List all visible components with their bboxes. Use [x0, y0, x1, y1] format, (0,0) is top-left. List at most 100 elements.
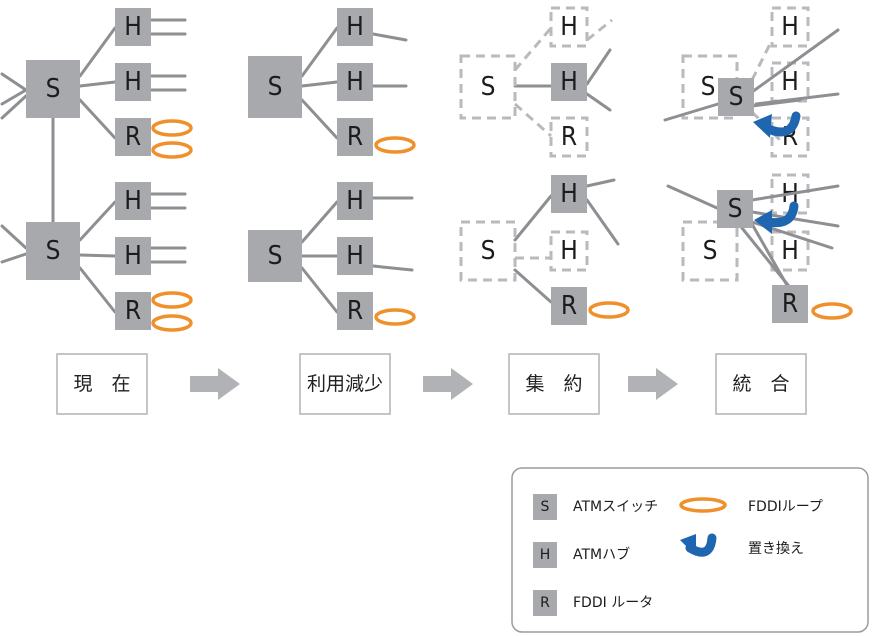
hub-node: H: [337, 63, 373, 101]
hub-node: H: [115, 8, 151, 46]
hub-node: H: [337, 8, 373, 46]
svg-text:R: R: [561, 122, 577, 152]
fddi-loop-icon: [151, 119, 193, 137]
legend-switch: S ATMスイッチ: [533, 494, 658, 520]
replace-arrow-icon: [754, 201, 799, 234]
svg-text:H: H: [346, 67, 364, 97]
hub-node: H: [115, 63, 151, 101]
hub-node-dashed: H: [549, 230, 589, 272]
stage-label-aggregated: 集 約: [508, 353, 600, 415]
svg-text:H: H: [540, 547, 551, 563]
router-node: R: [551, 287, 587, 325]
router-node: R: [115, 292, 151, 330]
legend-hub: H ATMハブ: [533, 542, 630, 568]
fddi-loop-icon: [811, 302, 853, 320]
router-node: R: [115, 118, 151, 156]
stage-label-integrated: 統 合: [715, 353, 807, 415]
switch-node: S: [26, 222, 80, 280]
right-arrow-icon: [190, 368, 240, 400]
svg-text:R: R: [347, 296, 363, 326]
hub-node: H: [337, 182, 373, 220]
svg-text:R: R: [347, 122, 363, 152]
fddi-loop-icon: [374, 308, 416, 326]
legend-replace: 置き換え: [680, 533, 804, 557]
svg-text:H: H: [124, 186, 142, 216]
legend-router: R FDDI ルータ: [533, 590, 653, 616]
svg-text:FDDI ルータ: FDDI ルータ: [573, 595, 653, 611]
svg-text:ATMハブ: ATMハブ: [573, 546, 630, 563]
svg-text:FDDIループ: FDDIループ: [748, 499, 823, 515]
svg-text:R: R: [782, 289, 798, 319]
fddi-loop-icon: [151, 141, 193, 159]
svg-text:H: H: [560, 236, 578, 266]
switch-node-dashed: S: [459, 54, 517, 120]
svg-text:S: S: [481, 72, 496, 102]
hub-node-dashed: H: [770, 230, 810, 272]
svg-text:H: H: [346, 241, 364, 271]
svg-text:R: R: [125, 296, 141, 326]
replace-arrow-icon: [753, 111, 801, 138]
hub-node: H: [115, 237, 151, 275]
svg-text:H: H: [781, 67, 799, 97]
svg-text:現 在: 現 在: [73, 373, 130, 395]
svg-text:集 約: 集 約: [525, 373, 582, 395]
fddi-loop-icon: [151, 314, 193, 332]
svg-text:H: H: [346, 12, 364, 42]
switch-node-dashed: S: [459, 220, 517, 282]
svg-text:H: H: [560, 179, 578, 209]
svg-text:H: H: [560, 12, 578, 42]
svg-text:利用減少: 利用減少: [307, 373, 383, 395]
svg-text:H: H: [124, 67, 142, 97]
hub-node-dashed: H: [770, 61, 810, 103]
switch-node: S: [717, 190, 753, 228]
replace-arrow-icon: [680, 533, 717, 557]
stage-integrated-diagram: S S H H R H H: [663, 6, 853, 323]
switch-node-dashed: S: [681, 54, 739, 120]
svg-text:R: R: [561, 291, 577, 321]
fddi-loop-icon: [679, 497, 727, 513]
svg-text:S: S: [268, 241, 283, 271]
hub-node: H: [115, 182, 151, 220]
hub-node: H: [337, 237, 373, 275]
switch-node: S: [718, 78, 754, 116]
svg-text:S: S: [541, 499, 550, 515]
svg-text:S: S: [268, 72, 283, 102]
switch-node: S: [26, 60, 80, 118]
fddi-loop-icon: [374, 136, 416, 154]
right-arrow-icon: [423, 368, 473, 400]
svg-text:H: H: [560, 67, 578, 97]
right-arrow-icon: [628, 368, 678, 400]
svg-text:S: S: [728, 194, 743, 224]
stage-current-diagram: S S H H R H H R: [0, 8, 193, 332]
svg-text:R: R: [125, 122, 141, 152]
svg-text:S: S: [46, 74, 61, 104]
svg-text:H: H: [781, 236, 799, 266]
switch-node: S: [248, 230, 302, 282]
hub-node-dashed: H: [770, 6, 810, 48]
svg-text:H: H: [781, 12, 799, 42]
router-node: R: [772, 285, 808, 323]
svg-text:S: S: [481, 236, 496, 266]
hub-node: H: [551, 175, 587, 213]
fddi-loop-icon: [151, 291, 193, 309]
legend-fddi-loop: FDDIループ: [679, 497, 823, 515]
switch-node-dashed: S: [681, 220, 739, 282]
svg-text:置き換え: 置き換え: [748, 541, 804, 557]
svg-text:R: R: [540, 595, 550, 611]
svg-text:S: S: [701, 72, 716, 102]
legend: S ATMスイッチ H ATMハブ R FDDI ルータ FDDIループ 置き換…: [511, 467, 869, 633]
stage-label-current: 現 在: [56, 353, 148, 415]
svg-text:H: H: [124, 12, 142, 42]
router-node-dashed: R: [549, 116, 589, 158]
hub-node-dashed: H: [549, 6, 589, 48]
router-node: R: [337, 292, 373, 330]
svg-text:S: S: [729, 82, 744, 112]
svg-text:H: H: [346, 186, 364, 216]
stage-label-reduced: 利用減少: [299, 353, 391, 415]
svg-text:ATMスイッチ: ATMスイッチ: [573, 499, 658, 515]
stage-reduced-diagram: S S H H R H H R: [248, 8, 416, 330]
stage-aggregated-diagram: S S H H R H H R: [459, 6, 630, 325]
switch-node: S: [248, 56, 302, 118]
svg-text:統 合: 統 合: [732, 373, 789, 395]
